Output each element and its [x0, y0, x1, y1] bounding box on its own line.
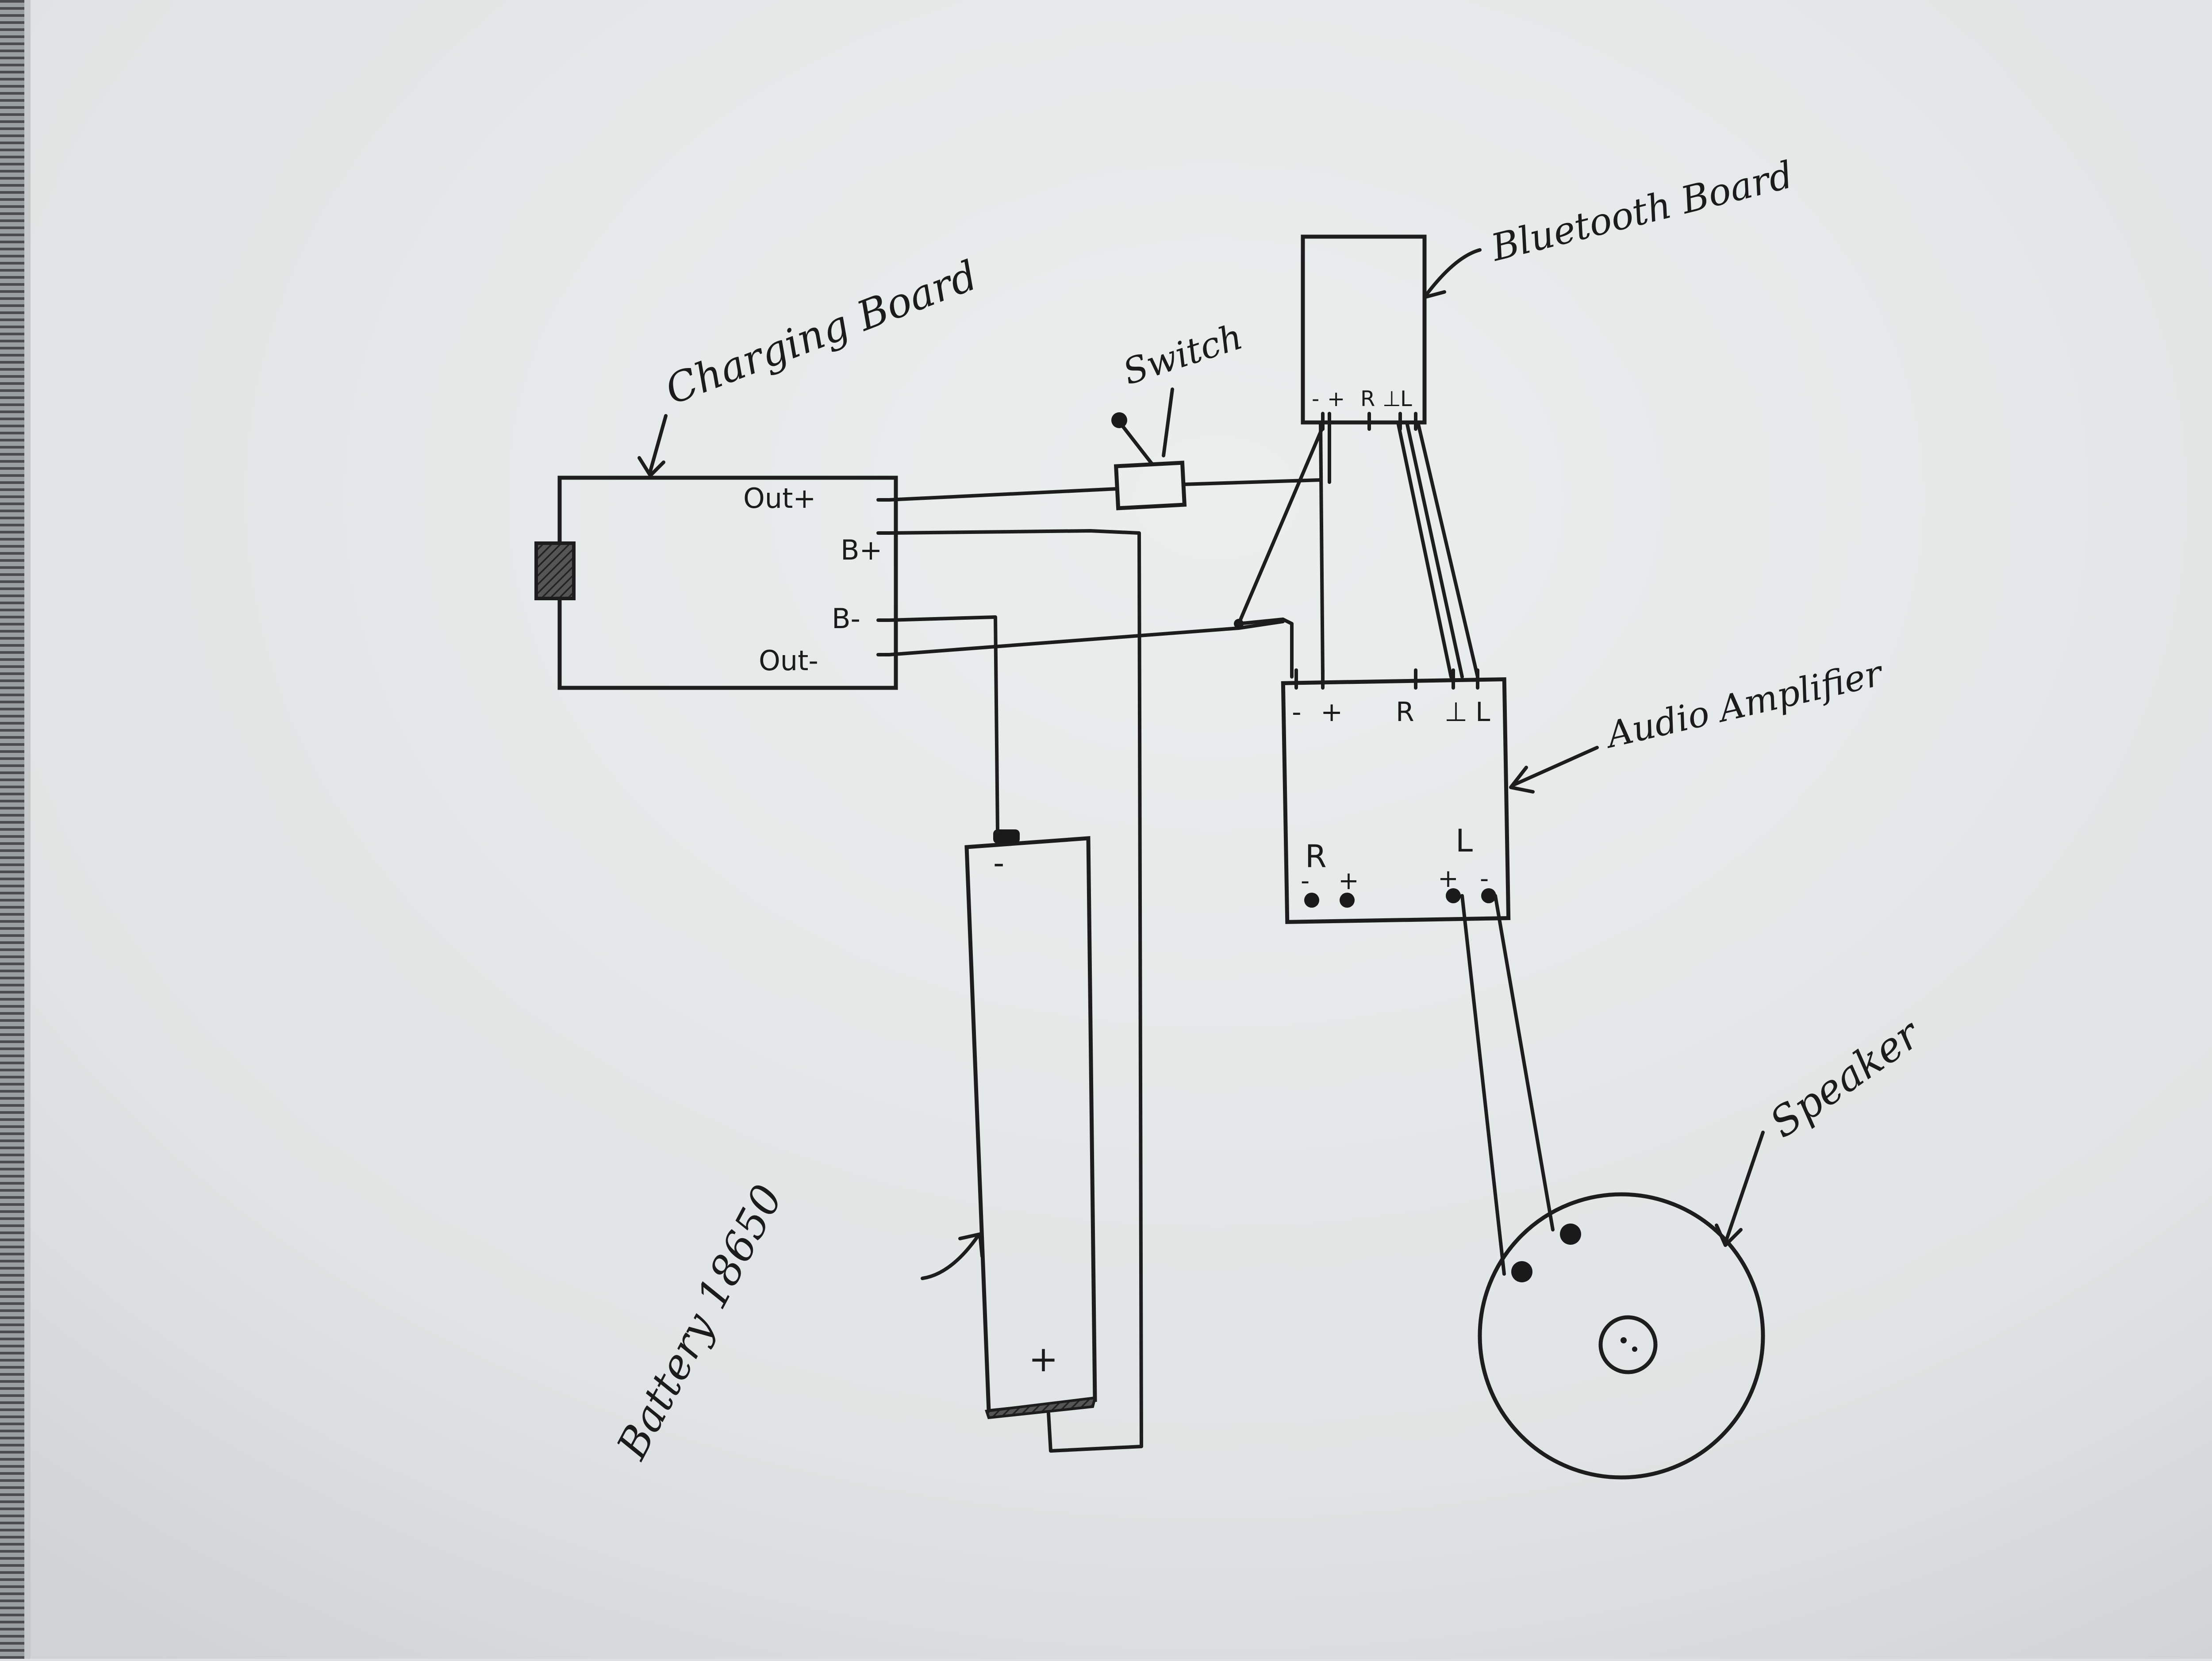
- speaker: [1478, 1192, 1765, 1480]
- wire-bplus-to-battery-plus: [887, 529, 1143, 1453]
- binding-shadow: [24, 0, 31, 1659]
- notebook-binding: [0, 0, 24, 1659]
- pin-out-plus: Out+: [743, 482, 816, 514]
- switch-knob: [1111, 412, 1127, 428]
- battery-arrowhead: [958, 1232, 984, 1258]
- amp-terminal-r-plus: [1340, 893, 1355, 908]
- bluetooth-arrowhead: [1423, 272, 1446, 299]
- bt-pin-gnd: ⊥: [1382, 387, 1401, 411]
- battery-plus-terminal: +: [1029, 1339, 1058, 1380]
- speaker-arrowhead: [1715, 1224, 1743, 1247]
- charging-board-arrow: [649, 414, 668, 473]
- battery-cap: [993, 829, 1020, 844]
- wire-bt-gnd-to-amp-gnd: [1405, 421, 1464, 679]
- bt-pin-plus: +: [1327, 387, 1345, 411]
- speaker-arrow: [1724, 1131, 1765, 1245]
- pin-out-minus: Out-: [759, 644, 818, 677]
- charging-board-arrowhead: [637, 456, 665, 477]
- amplifier-arrowhead: [1509, 766, 1535, 794]
- pin-b-plus: B+: [841, 534, 882, 566]
- amp-terminal-l-plus: [1446, 888, 1461, 903]
- battery-base: [984, 1396, 1097, 1419]
- amp-out-l-label: L: [1455, 823, 1473, 859]
- audio-amplifier: - + R ⊥ L R L - + + -: [1281, 677, 1511, 924]
- wire-bminus-to-battery-minus: [887, 615, 999, 833]
- pin-b-minus: B-: [832, 602, 860, 635]
- amp-pin-gnd: ⊥: [1444, 697, 1467, 728]
- speaker-center-dot: [1621, 1337, 1627, 1343]
- amp-pin-l: L: [1475, 697, 1490, 728]
- speaker-cone: [1478, 1192, 1765, 1480]
- amp-out-r-plus: +: [1338, 867, 1359, 895]
- amp-out-r-label: R: [1305, 838, 1327, 875]
- speaker-terminal-plus: [1511, 1261, 1532, 1282]
- speaker-center-icon: [1598, 1315, 1658, 1374]
- amp-out-l-plus: +: [1438, 864, 1459, 893]
- audio-amplifier-box: [1281, 677, 1511, 924]
- amp-out-r-minus: -: [1301, 867, 1310, 895]
- speaker-center-dot-2: [1632, 1346, 1637, 1352]
- wire-switch-to-bt-plus: [1182, 478, 1322, 486]
- amp-pin-plus: +: [1321, 697, 1343, 728]
- switch-arrow: [1162, 387, 1174, 457]
- amp-terminal-l-minus: [1481, 888, 1496, 903]
- charging-board: Out+ B+ B- Out-: [534, 476, 898, 690]
- wire-junction-to-amp-minus: [1237, 618, 1294, 679]
- wire-bt-plus-to-amp-plus: [1319, 421, 1325, 679]
- wire-junction-to-bt-minus: [1237, 425, 1325, 625]
- wire-bt-r-to-amp-r: [1396, 421, 1453, 679]
- amp-pin-r: R: [1396, 697, 1414, 728]
- wire-outplus-to-switch: [887, 487, 1119, 502]
- switch-lever: [1120, 423, 1154, 466]
- amp-pin-minus: -: [1292, 697, 1302, 728]
- bt-pin-minus: -: [1312, 387, 1319, 411]
- bluetooth-board: - + R ⊥ L: [1301, 234, 1427, 425]
- wire-amp-lplus-to-speaker: [1460, 894, 1506, 1276]
- battery-18650: - +: [964, 829, 1097, 1419]
- speaker-terminal-minus: [1560, 1224, 1581, 1245]
- battery-minus-terminal: -: [993, 845, 1004, 881]
- wire-bt-l-to-amp-l: [1416, 421, 1479, 679]
- bluetooth-arrow: [1425, 248, 1482, 296]
- amp-terminal-r-minus: [1304, 893, 1319, 908]
- bt-pin-r: R: [1360, 387, 1375, 411]
- amp-out-l-minus: -: [1480, 864, 1489, 893]
- amplifier-arrow: [1511, 746, 1599, 787]
- wire-amp-lminus-to-speaker: [1494, 894, 1555, 1231]
- battery-arrow: [921, 1235, 979, 1280]
- bt-pin-l: L: [1400, 387, 1412, 411]
- usb-port-icon: [534, 541, 576, 600]
- bluetooth-board-box: [1301, 234, 1427, 425]
